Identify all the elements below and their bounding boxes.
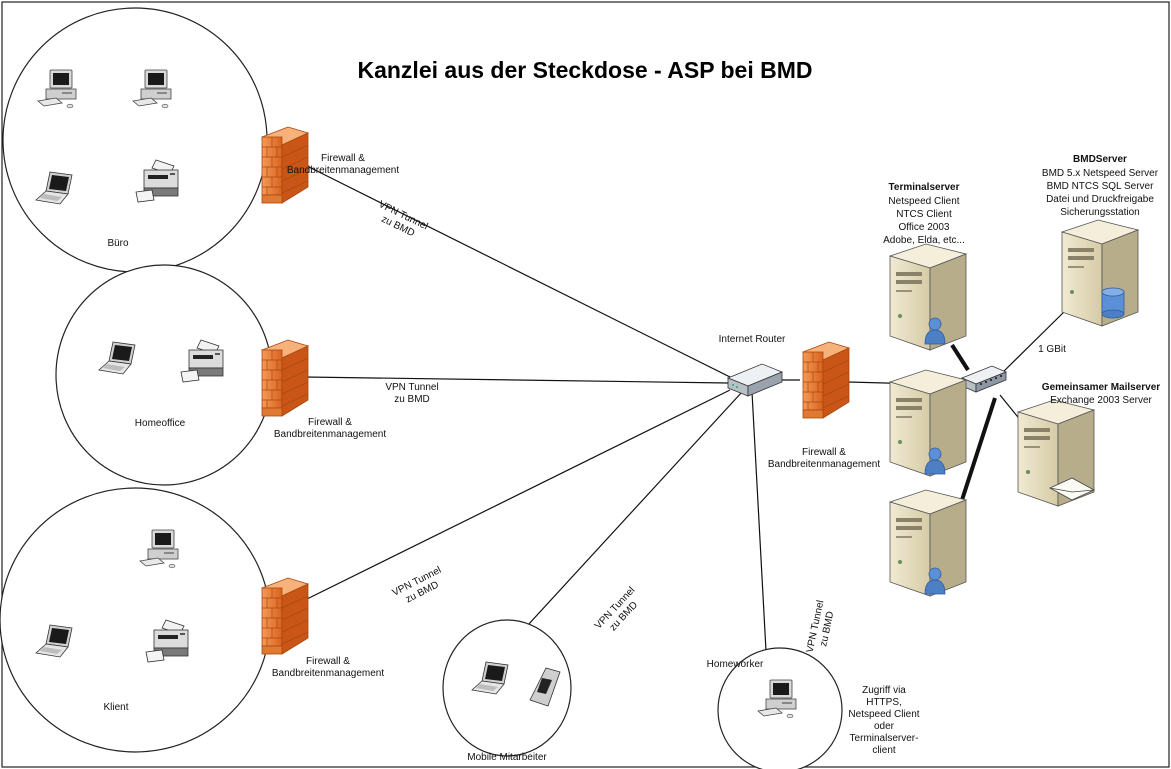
svg-text:Bandbreitenmanagement: Bandbreitenmanagement — [274, 429, 387, 440]
site-label-buero: Büro — [107, 238, 129, 249]
firewall-label: Firewall & Bandbreitenmanagement — [272, 656, 385, 679]
svg-text:Firewall &: Firewall & — [802, 447, 846, 458]
svg-text:Sicherungsstation: Sicherungsstation — [1060, 207, 1140, 218]
svg-text:Adobe, Elda, etc...: Adobe, Elda, etc... — [883, 235, 965, 246]
firewall-label: Firewall & Bandbreitenmanagement — [287, 153, 400, 176]
connection-lines — [304, 164, 963, 689]
svg-text:VPN Tunnel: VPN Tunnel — [385, 382, 438, 393]
svg-text:Netspeed Client: Netspeed Client — [848, 709, 919, 720]
svg-text:BMD 5.x Netspeed Server: BMD 5.x Netspeed Server — [1042, 168, 1159, 179]
diagram-title: Kanzlei aus der Steckdose - ASP bei BMD — [357, 57, 812, 83]
svg-text:zu BMD: zu BMD — [394, 394, 430, 405]
svg-text:Datei und Druckfreigabe: Datei und Druckfreigabe — [1046, 194, 1154, 205]
firewall-icon — [802, 341, 850, 419]
terminalserver-description: Terminalserver Netspeed Client NTCS Clie… — [883, 182, 965, 246]
site-label-klient: Klient — [103, 702, 128, 713]
firewall-label: Firewall & Bandbreitenmanagement — [768, 447, 881, 470]
firewall-icon — [261, 339, 309, 417]
svg-text:Zugriff via: Zugriff via — [862, 685, 906, 696]
router-icon — [726, 363, 784, 397]
svg-text:oder: oder — [874, 721, 895, 732]
site-circle-homeoffice — [55, 264, 273, 486]
vpn-tunnel-label: VPN Tunnel zu BMD — [805, 599, 837, 653]
svg-text:Netspeed Client: Netspeed Client — [888, 196, 959, 207]
svg-text:BMDServer: BMDServer — [1073, 154, 1127, 165]
vpn-tunnel-label: VPN Tunnel zu BMD — [377, 199, 430, 239]
svg-text:client: client — [872, 745, 896, 756]
svg-text:Terminalserver-: Terminalserver- — [850, 733, 919, 744]
svg-text:Gemeinsamer Mailserver: Gemeinsamer Mailserver — [1042, 382, 1161, 393]
vpn-tunnel-label: VPN Tunnel zu BMD — [385, 382, 438, 405]
vpn-tunnel-label: VPN Tunnel zu BMD — [391, 565, 444, 606]
svg-text:Firewall &: Firewall & — [306, 656, 350, 667]
firewall-label: Firewall & Bandbreitenmanagement — [274, 417, 387, 440]
site-circle-buero — [2, 7, 268, 273]
database-icon — [1101, 287, 1125, 319]
site-label-mobile: Mobile Mitarbeiter — [467, 752, 547, 763]
homeworker-access-note: Zugriff via HTTPS, Netspeed Client oder … — [848, 685, 919, 756]
firewall-icon — [261, 577, 309, 655]
svg-text:Bandbreitenmanagement: Bandbreitenmanagement — [768, 459, 881, 470]
bmdserver-description: BMDServer BMD 5.x Netspeed Server BMD NT… — [1042, 154, 1159, 218]
svg-text:Firewall &: Firewall & — [308, 417, 352, 428]
server-icon — [889, 369, 967, 477]
mail-icon — [1049, 477, 1095, 501]
svg-text:Bandbreitenmanagement: Bandbreitenmanagement — [287, 165, 400, 176]
switch-icon — [960, 365, 1008, 393]
svg-text:Terminalserver: Terminalserver — [889, 182, 960, 193]
svg-text:Bandbreitenmanagement: Bandbreitenmanagement — [272, 668, 385, 679]
vpn-tunnel-label: VPN Tunnel zu BMD — [593, 585, 640, 633]
svg-text:Firewall &: Firewall & — [321, 153, 365, 164]
server-icon — [1061, 219, 1139, 327]
site-label-homeoffice: Homeoffice — [135, 418, 186, 429]
router-label: Internet Router — [719, 334, 786, 345]
site-label-homeworker: Homeworker — [707, 659, 764, 670]
svg-text:BMD NTCS SQL Server: BMD NTCS SQL Server — [1047, 181, 1155, 192]
mobile-phone-icon — [529, 667, 561, 707]
site-circle-mobile — [442, 619, 572, 757]
svg-text:Office 2003: Office 2003 — [899, 222, 950, 233]
site-circle-klient — [0, 487, 271, 753]
server-icon — [889, 489, 967, 597]
svg-text:Exchange 2003 Server: Exchange 2003 Server — [1050, 395, 1152, 406]
svg-text:NTCS Client: NTCS Client — [896, 209, 952, 220]
svg-text:HTTPS,: HTTPS, — [866, 697, 902, 708]
link-speed-label: 1 GBit — [1038, 344, 1066, 355]
mailserver-description: Gemeinsamer Mailserver Exchange 2003 Ser… — [1042, 382, 1161, 406]
